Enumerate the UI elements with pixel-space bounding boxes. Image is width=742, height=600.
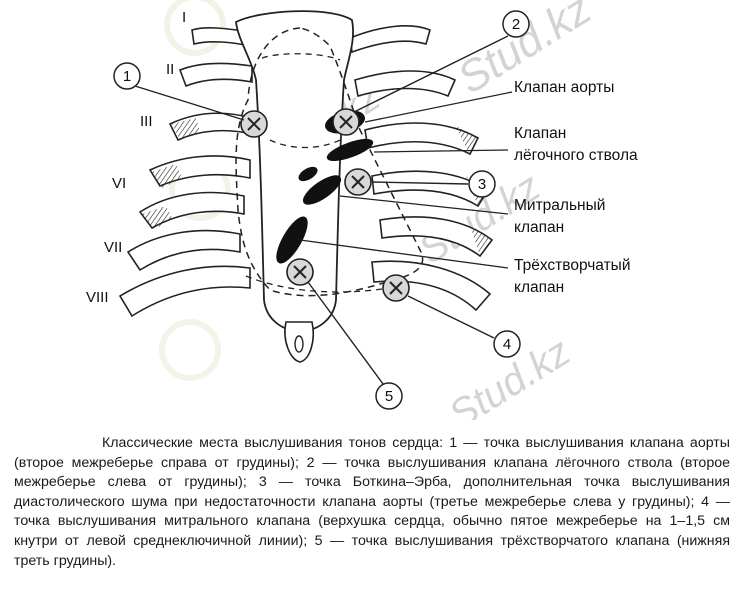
rib-left-7 — [118, 265, 251, 318]
rib-numeral-2: II — [166, 61, 174, 78]
callout-4-number: 4 — [503, 336, 511, 353]
marker-3 — [344, 168, 372, 196]
callout-5-number: 5 — [385, 388, 393, 405]
auscultation-markers — [240, 108, 410, 302]
valve-labels: Клапан аорты Клапан лёгочного ствола Мит… — [514, 79, 638, 296]
rib-numeral-3: III — [140, 113, 153, 130]
callout-1-number: 1 — [123, 68, 131, 85]
ribs-right — [349, 25, 494, 312]
xiphoid-process — [284, 321, 315, 363]
rib-numeral-7: VII — [104, 239, 122, 256]
figure-caption: Классические места выслушивания тонов се… — [14, 435, 730, 569]
leader-4 — [407, 295, 495, 339]
tricuspid-valve-projection — [276, 216, 308, 264]
marker-1 — [240, 110, 268, 138]
label-pulmonary-valve-1: Клапан — [514, 125, 566, 142]
xiphoid-hole — [294, 335, 304, 353]
callout-2-circle — [502, 10, 530, 38]
label-aortic-valve: Клапан аорты — [514, 79, 614, 96]
rib-right-2 — [354, 70, 457, 98]
label-mitral-valve-1: Митральный — [514, 197, 605, 214]
pointer-pulmonary — [373, 149, 509, 153]
great-vessel-outline — [261, 53, 341, 149]
rib-numeral-8: VIII — [86, 289, 109, 306]
chest-auscultation-diagram: Stud.kz Stud.kz Stud.kz Stud.kz — [86, 0, 638, 420]
callout-4-circle — [493, 330, 521, 358]
label-pointer-lines — [299, 91, 513, 269]
pointer-aortic — [364, 91, 513, 123]
rib-right-3 — [364, 122, 480, 156]
label-tricuspid-valve-1: Трёхстворчатый — [514, 257, 630, 274]
pulmonary-valve-projection — [326, 138, 374, 162]
watermark-logo-3 — [159, 319, 221, 381]
callout-circles: 1 2 3 4 5 — [113, 10, 530, 410]
rib-numeral-1: I — [182, 9, 186, 26]
callout-3-circle — [468, 170, 496, 198]
heart-outline — [235, 27, 424, 297]
pointer-tricuspid — [299, 239, 509, 269]
rib-shading-left — [142, 118, 200, 230]
mitral-valve-projection — [302, 175, 342, 205]
leader-lines — [134, 35, 509, 389]
callout-2-number: 2 — [512, 16, 520, 33]
label-pulmonary-valve-2: лёгочного ствола — [514, 147, 638, 164]
marker-5 — [286, 258, 314, 286]
leader-3 — [371, 181, 469, 185]
leader-1 — [134, 85, 245, 121]
label-mitral-valve-2: клапан — [514, 219, 564, 236]
watermark-logo-1 — [164, 0, 226, 56]
pointer-mitral — [339, 195, 509, 215]
callout-5-circle — [375, 382, 403, 410]
rib-numerals: I II III VI VII VIII — [86, 9, 186, 306]
label-tricuspid-valve-2: клапан — [514, 279, 564, 296]
rib-left-1 — [191, 27, 251, 47]
rib-right-1 — [349, 25, 431, 54]
lower-heart-border — [245, 275, 401, 293]
rib-left-2 — [178, 62, 253, 88]
callout-1-circle — [113, 62, 141, 90]
callout-3-number: 3 — [478, 176, 486, 193]
marker-4 — [382, 274, 410, 302]
leader-2 — [353, 35, 509, 113]
rib-left-6 — [126, 229, 241, 272]
leader-5 — [307, 281, 387, 389]
small-valve-projection — [298, 166, 318, 182]
marker-2 — [332, 108, 360, 136]
rib-numeral-6: VI — [112, 175, 126, 192]
